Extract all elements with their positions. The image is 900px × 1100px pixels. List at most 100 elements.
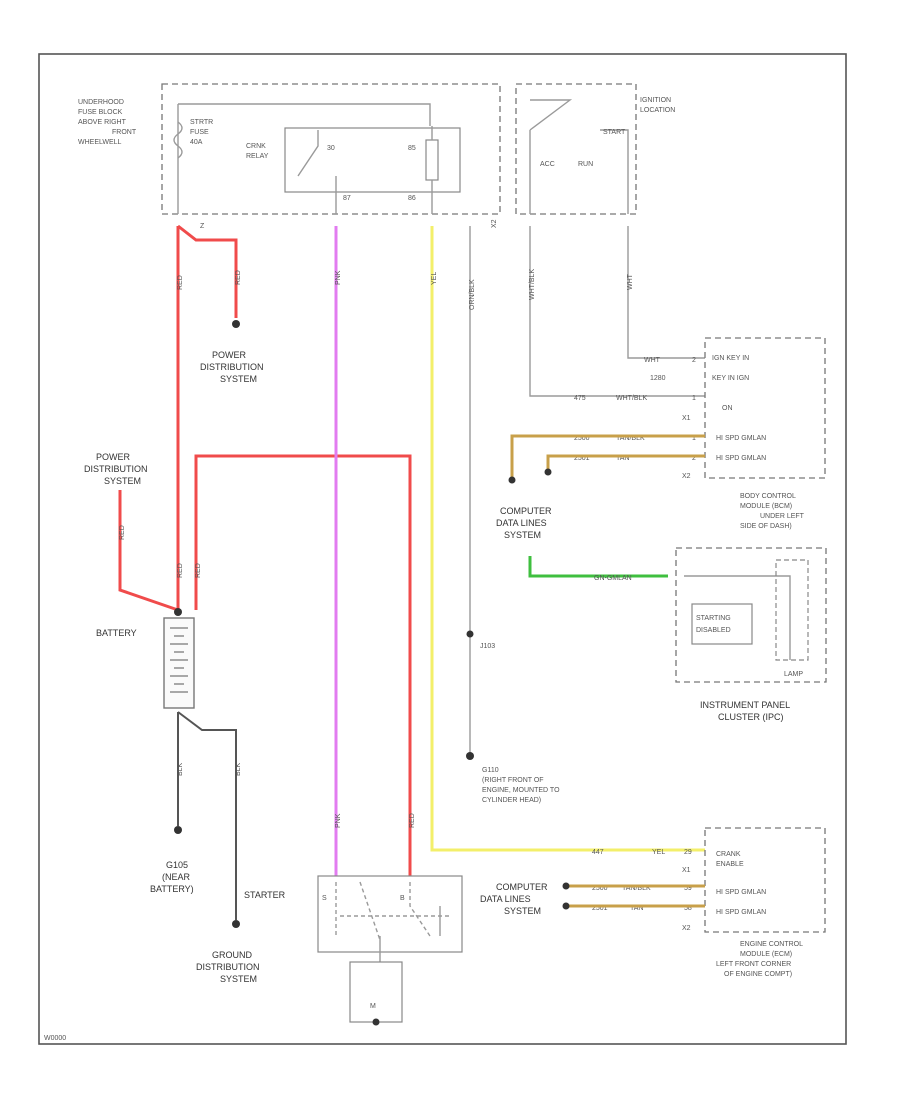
j103-label: J103 [480, 643, 495, 650]
wire-label-red3: RED [177, 563, 184, 578]
fuse-label-1: STRTR [190, 119, 213, 126]
ignition-run: RUN [578, 161, 593, 168]
bcm-data2-label: HI SPD GMLAN [716, 455, 766, 462]
wire-label-blk2: BLK [235, 762, 242, 776]
g110-label-1: G110 [482, 767, 499, 774]
bcm-data1-label: HI SPD GMLAN [716, 435, 766, 442]
underhood-fuse-block: UNDERHOOD FUSE BLOCK ABOVE RIGHT FRONT W… [78, 83, 501, 230]
ecm-label-3: LEFT FRONT CORNER [716, 961, 791, 968]
cdl2-label-2: DATA LINES [480, 894, 531, 904]
wire-red-starter-feed [194, 454, 412, 876]
pds1-node [232, 320, 240, 328]
g110-label-2: (RIGHT FRONT OF [482, 777, 544, 784]
pds1-label-2: DISTRIBUTION [200, 362, 264, 372]
ecm-data1-wire: TAN/BLK [622, 885, 651, 892]
wire-label-red1: RED [177, 275, 184, 290]
relay-pin-86: 86 [408, 195, 416, 202]
pds1-label-3: SYSTEM [220, 374, 257, 384]
relay-pin-85: 85 [408, 145, 416, 152]
bcm-pin1-num: 2 [692, 357, 696, 364]
pds1-label-1: POWER [212, 350, 247, 360]
ground-dist-label-2: DISTRIBUTION [196, 962, 260, 972]
wire-label-red-starter: RED [409, 813, 416, 828]
ground-dist-label-1: GROUND [212, 950, 252, 960]
wire-label-red-b: RED [119, 525, 126, 540]
wire-label-blk1: BLK [177, 762, 184, 776]
ecm-crank-label-1: CRANK [716, 851, 741, 858]
g105-label-2: (NEAR [162, 872, 191, 882]
ground-dist-label-3: SYSTEM [220, 974, 257, 984]
ipc-module [775, 559, 809, 661]
fuse-symbol [177, 103, 431, 214]
crank-relay-box [284, 127, 461, 193]
ecm-data2-pin: 58 [684, 905, 692, 912]
relay-label-1: CRNK [246, 143, 266, 150]
relay-switch [297, 130, 337, 214]
wire-label-pnk: PNK [335, 270, 342, 285]
ecm-crank-wire: YEL [652, 849, 665, 856]
bcm-pin2-label: ON [722, 405, 733, 412]
wire-yellow-crank-enable [430, 226, 705, 852]
starter-motor: STARTER S B M [244, 875, 463, 1026]
wire-label-red2: RED [235, 270, 242, 285]
bcm-pin1-label: IGN KEY IN [712, 355, 749, 362]
ecm-crank-pin: 29 [684, 849, 692, 856]
ignition-label-2: LOCATION [640, 107, 675, 114]
fuse-label-2: FUSE [190, 129, 209, 136]
relay-coil [425, 139, 439, 181]
fuse-squiggle [173, 121, 183, 159]
ipc-lamp: LAMP [784, 671, 803, 678]
underhood-label-1: UNDERHOOD [78, 99, 124, 106]
ecm-x1: X1 [682, 867, 691, 874]
body-control-module: WHT 2 IGN KEY IN 1280 KEY IN IGN 475 WHT… [574, 337, 826, 530]
ecm-crank-label-2: ENABLE [716, 861, 744, 868]
engine-control-module: 447 YEL 29 CRANK ENABLE X1 2500 TAN/BLK … [592, 827, 826, 978]
ignition-label-1: IGNITION [640, 97, 671, 104]
bcm-pin2-circ: 475 [574, 395, 586, 402]
ecm-data1-circ: 2500 [592, 885, 608, 892]
bcm-pin2-num: 1 [692, 395, 696, 402]
ignition-acc: ACC [540, 161, 555, 168]
starter-label: STARTER [244, 890, 286, 900]
ipc-label-2: CLUSTER (IPC) [718, 712, 784, 722]
starter-solenoid [335, 881, 450, 941]
ignition-start: START [603, 129, 626, 136]
wire-red-pds2 [118, 490, 179, 612]
bcm-pin1-code: 1280 [650, 375, 666, 382]
bcm-label-4: SIDE OF DASH) [740, 523, 792, 530]
starter-ground-node [372, 1018, 380, 1026]
diagram-frame [38, 53, 847, 1045]
bcm-x1: X1 [682, 415, 691, 422]
g105-node [174, 826, 182, 834]
battery-label: BATTERY [96, 628, 137, 638]
wire-label-wht-blk: WHT/BLK [529, 269, 536, 300]
wire-gmlan-bcm-2 [546, 454, 705, 470]
wire-gmlan-bcm-1 [510, 434, 705, 478]
wire-label-pnk-starter: PNK [335, 813, 342, 828]
cdl1-label-1: COMPUTER [500, 506, 552, 516]
pds2-label-2: DISTRIBUTION [84, 464, 148, 474]
ecm-data2-label: HI SPD GMLAN [716, 909, 766, 916]
g105-label-3: BATTERY) [150, 884, 194, 894]
bcm-pin2-wire: WHT/BLK [616, 395, 647, 402]
wire-label-yel: YEL [431, 272, 438, 285]
bcm-data2-num: 2 [692, 455, 696, 462]
wire-red-fuse-to-pds [177, 224, 238, 318]
cdl1-label-2: DATA LINES [496, 518, 547, 528]
pds2-label-1: POWER [96, 452, 131, 462]
ecm-data1-pin: 59 [684, 885, 692, 892]
wire-label-wht: WHT [627, 273, 634, 290]
ipc-wire-label: GN-GMLAN [594, 575, 632, 582]
g110-node [466, 752, 474, 760]
cdl1-label-3: SYSTEM [504, 530, 541, 540]
cdl2-label-3: SYSTEM [504, 906, 541, 916]
underhood-label-2: FUSE BLOCK [78, 109, 123, 116]
ipc-disabled: DISABLED [696, 627, 731, 634]
bcm-label-2: MODULE (BCM) [740, 503, 792, 510]
bcm-data2-circ: 2501 [574, 455, 590, 462]
ecm-label-1: ENGINE CONTROL [740, 941, 803, 948]
cdl2-node-a [562, 882, 570, 890]
ecm-data2-wire: TAN [630, 905, 643, 912]
ipc-internal [684, 575, 791, 660]
